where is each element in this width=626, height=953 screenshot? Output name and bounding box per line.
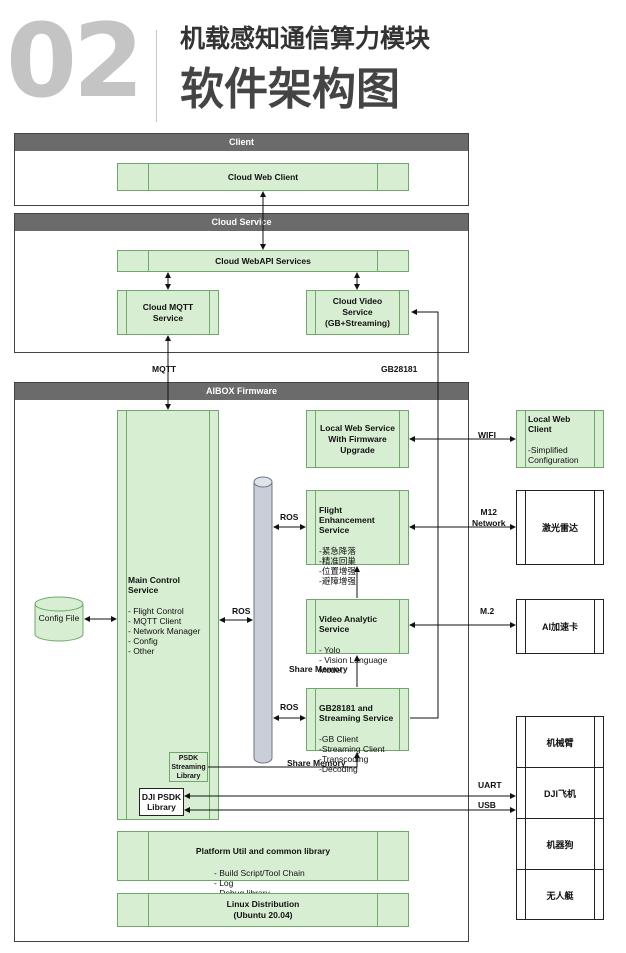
label-ros-1: ROS (280, 512, 299, 522)
label-uart: UART (478, 780, 502, 790)
dji-psdk-label: DJI PSDK Library (141, 792, 182, 812)
dji-psdk-box: DJI PSDK Library (139, 788, 184, 816)
section-number: 02 (6, 2, 144, 121)
cloud-webapi-label: Cloud WebAPI Services (215, 255, 311, 266)
local-web-service-box: Local Web Service With Firmware Upgrade (306, 410, 409, 468)
header-subtitle: 机载感知通信算力模块 (180, 24, 431, 53)
cloud-mqtt-box: Cloud MQTT Service (117, 290, 219, 335)
label-m2: M.2 (480, 606, 495, 616)
label-gb28181: GB28181 (381, 364, 418, 374)
device-robot-arm: 机械臂 (517, 717, 603, 768)
label-mqtt: MQTT (152, 364, 177, 374)
device-robot-dog: 机器狗 (517, 819, 603, 870)
linux-distribution-box: Linux Distribution (Ubuntu 20.04) (117, 893, 409, 927)
local-web-service-label: Local Web Service With Firmware Upgrade (320, 422, 395, 455)
ros-bus-cylinder (253, 476, 273, 764)
platform-util-title: Platform Util and common library (195, 846, 331, 856)
gb28181-title: GB28181 and Streaming Service (319, 703, 394, 723)
local-web-client-items: -Simplified Configuration (528, 444, 579, 465)
video-analytic-box: Video Analytic Service - Yolo - Vision L… (306, 599, 409, 675)
arrow-psdk-gb (208, 752, 360, 768)
cloud-webapi-box: Cloud WebAPI Services (117, 250, 409, 272)
ai-card-box: AI加速卡 (516, 599, 604, 654)
local-web-client-box: Local Web Client -Simplified Configurati… (516, 410, 604, 468)
lidar-box: 激光雷达 (516, 490, 604, 565)
main-control-box: Main Control Service - Flight Control - … (117, 410, 219, 820)
header-divider (156, 30, 157, 122)
device-dji-drone: DJI飞机 (517, 768, 603, 819)
label-ros-2: ROS (232, 606, 251, 616)
cloud-web-client-box: Cloud Web Client (117, 163, 409, 191)
main-control-title: Main Control Service (128, 574, 180, 595)
arrow-gb-cloudvideo (410, 309, 439, 719)
label-share-memory-1: Share Memory (289, 664, 348, 674)
header-title: 软件架构图 (180, 64, 400, 115)
main-control-items: - Flight Control - MQTT Client - Network… (128, 605, 201, 656)
ai-card-label: AI加速卡 (541, 622, 578, 632)
video-analytic-title: Video Analytic Service (319, 614, 378, 634)
psdk-streaming-box: PSDK Streaming Library (169, 752, 208, 782)
cloud-video-box: Cloud Video Service (GB+Streaming) (306, 290, 409, 335)
aibox-group-title: AIBOX Firmware (15, 383, 468, 400)
gb28181-items: -GB Client -Streaming Client -Transcodin… (319, 734, 385, 774)
label-share-memory-2: Share Memory (287, 758, 346, 768)
config-file-label: Config File (38, 613, 80, 623)
flight-enhancement-items: -紧急降落 -精准回巢 -位置增强 -避障增强 (319, 546, 356, 586)
psdk-streaming-label: PSDK Streaming Library (171, 754, 206, 780)
platform-util-box: Platform Util and common library - Build… (117, 831, 409, 908)
label-m12-network: M12 Network (472, 507, 506, 528)
client-group-title: Client (15, 134, 468, 151)
linux-distribution-label: Linux Distribution (Ubuntu 20.04) (226, 899, 300, 920)
cloud-web-client-label: Cloud Web Client (227, 171, 299, 182)
devices-stack: 机械臂 DJI飞机 机器狗 无人艇 (516, 716, 604, 920)
cloud-video-label: Cloud Video Service (GB+Streaming) (325, 296, 390, 328)
main-control-content: Main Control Service - Flight Control - … (128, 564, 200, 667)
device-unmanned-boat: 无人艇 (546, 891, 574, 901)
label-ros-3: ROS (280, 702, 299, 712)
lidar-label: 激光雷达 (541, 523, 578, 533)
gb28181-streaming-box: GB28181 and Streaming Service -GB Client… (306, 688, 409, 774)
flight-enhancement-box: Flight Enhancement Service -紧急降落 -精准回巢 -… (306, 490, 409, 586)
video-analytic-items: - Yolo - Vision Language Model (319, 645, 388, 675)
label-usb: USB (478, 800, 496, 810)
local-web-client-title: Local Web Client (528, 413, 571, 434)
cloud-mqtt-label: Cloud MQTT Service (142, 301, 194, 323)
flight-enhancement-title: Flight Enhancement Service (319, 505, 375, 535)
label-wifi: WIFI (478, 430, 496, 440)
config-file-cylinder (34, 596, 84, 642)
cloud-service-group-title: Cloud Service (15, 214, 468, 231)
